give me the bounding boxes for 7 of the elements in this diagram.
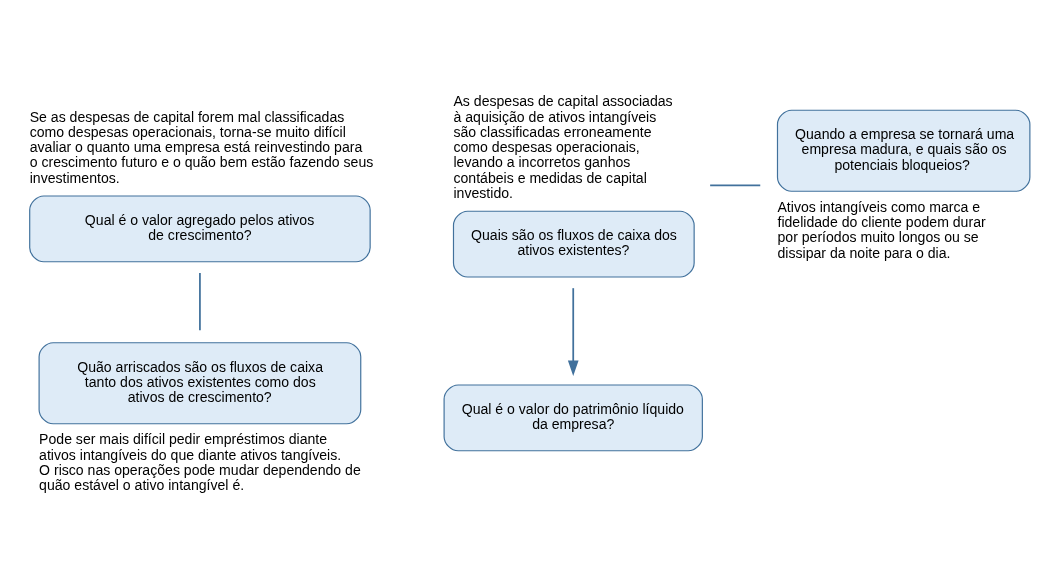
connector [199, 271, 201, 331]
node-label: As despesas de capital associadas à aquisição de ativos intangíveis são classificadas erroneamente como despesas operacionais, levando a incorretos ganhos contábeis e medidas de capital investido. [453, 92, 673, 201]
arrow [567, 286, 579, 376]
connector [709, 184, 762, 186]
node-label: Pode ser mais difícil pedir empréstimos diante ativos intangíveis do que diante ativos tangíveis. O risco nas operações pode mudar dependendo de quão estável o ativo intangível é. [39, 430, 361, 493]
node-label: Ativos intangíveis como marca e fidelidade do cliente podem durar por períodos muito longos ou se dissipar da noite para o dia. [777, 198, 986, 261]
node-label: Se as despesas de capital forem mal classificadas como despesas operacionais, torna-se muito difícil avaliar o quanto uma empresa está reinvestindo para o crescimento futuro e o quão bem estão fazendo seus investimentos. [29, 108, 374, 186]
